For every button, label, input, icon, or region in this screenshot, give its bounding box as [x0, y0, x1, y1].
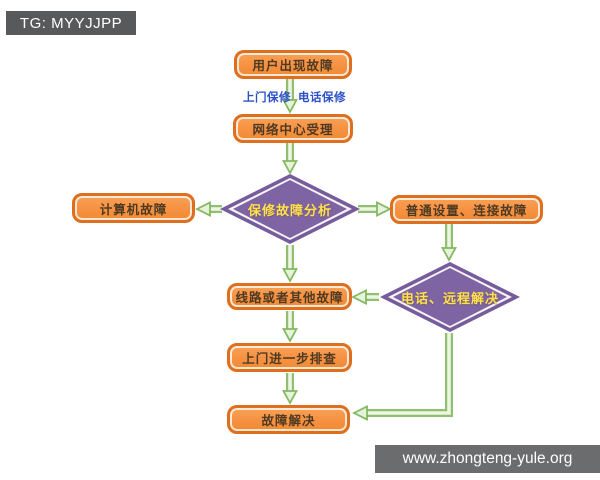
- node-line-fault-box: 线路或者其他故障: [227, 283, 352, 310]
- node-settings-fault-box: 普通设置、连接故障: [390, 195, 543, 224]
- node-computer-fault-box: 计算机故障: [72, 193, 195, 223]
- arrow-analysis-to-line: [281, 245, 299, 283]
- arrow-user-to-network: [281, 79, 299, 114]
- node-fault-analysis-diamond: 保修故障分析: [220, 174, 360, 244]
- edge-label-phone-repair: 电话保修: [298, 92, 346, 104]
- telegram-badge: TG: MYYJJPP: [6, 11, 136, 35]
- arrow-settings-to-remote: [440, 224, 458, 262]
- arrow-analysis-to-settings: [358, 201, 393, 217]
- arrow-onsite-to-solved: [281, 373, 299, 405]
- website-badge: www.zhongteng-yule.org: [375, 445, 600, 473]
- node-network-center-box: 网络中心受理: [233, 114, 353, 143]
- node-fault-analysis-label: 保修故障分析: [247, 202, 332, 218]
- arrow-remote-to-line: [350, 289, 379, 305]
- arrow-remote-to-solved: [351, 333, 453, 421]
- node-fault-solved-box: 故障解决: [227, 405, 350, 434]
- node-remote-solve-diamond: 电话、远程解决: [380, 262, 520, 332]
- arrow-analysis-to-computer: [194, 201, 222, 217]
- arrow-line-to-onsite: [281, 311, 299, 343]
- node-remote-solve-label: 电话、远程解决: [400, 290, 499, 306]
- arrow-network-to-analysis: [281, 143, 299, 175]
- edge-label-onsite-repair: 上门保修: [243, 92, 291, 104]
- node-onsite-check-box: 上门进一步排查: [227, 343, 352, 372]
- node-user-fault-box: 用户出现故障: [234, 50, 352, 79]
